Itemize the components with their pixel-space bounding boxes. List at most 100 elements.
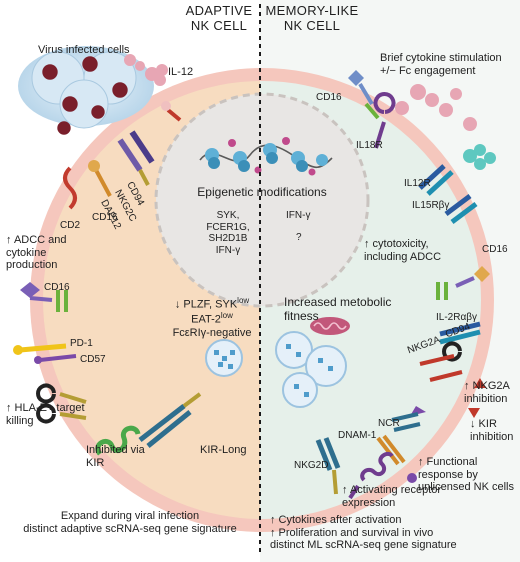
label-ifng-right: IFN-γ: [286, 210, 311, 221]
label-brief-line1: Brief cytokine stimulation: [380, 52, 502, 64]
kir-right-receptor-icon: [391, 406, 426, 432]
nkg2d-receptor-icon: [315, 437, 341, 495]
label-question: ?: [296, 232, 302, 243]
label-adcc-line1: ↑ ADCC and: [6, 234, 67, 246]
label-functional-line2: response by: [418, 468, 478, 481]
label-il2r: IL-2Rαβγ: [436, 312, 477, 323]
header-memory-like-line1: MEMORY-LIKE: [265, 3, 359, 18]
label-cytotox-line1: ↑ cytotoxicity,: [364, 238, 429, 250]
dnam1-receptor-icon: [348, 451, 394, 500]
label-brief-cytokine: Brief cytokine stimulation +/− Fc engage…: [380, 52, 502, 77]
right-summary-line3: distinct ML scRNA-seq gene signature: [270, 539, 457, 552]
label-nkg2a-inhibition: ↑ NKG2A inhibition: [464, 380, 510, 405]
nkg2a-receptor-icon: [419, 341, 463, 382]
header-adaptive-line1: ADAPTIVE: [185, 3, 253, 18]
label-gene-fcer1g: FCER1G,: [206, 221, 250, 233]
label-kir-inhib-line2: inhibition: [470, 430, 514, 443]
il2r-icon: [439, 321, 481, 345]
label-dnam1: DNAM-1: [338, 430, 377, 441]
il18r-icon: [373, 92, 396, 149]
header-adaptive-line2: NK CELL: [190, 17, 248, 33]
header-memory-like: MEMORY-LIKE NK CELL: [264, 3, 360, 34]
cd16-right-mid-icon: [436, 266, 490, 300]
header-memory-like-line2: NK CELL: [283, 17, 341, 33]
label-plzf-line1: ↓ PLZF, SYKlow: [174, 296, 250, 311]
hla-e-receptor-icon: [36, 383, 87, 424]
cd16-left-mid-icon: [20, 282, 68, 312]
label-epigenetic-modifications: Epigenetic modifications: [197, 185, 327, 199]
il12r-icon: [418, 164, 454, 196]
nkg2c-receptor-icon: [117, 130, 155, 186]
label-kir-long: KIR-Long: [200, 444, 247, 456]
label-cytotox-line2: including ADCC: [364, 250, 442, 263]
label-kir-inhibition: ↓ KIR inhibition: [470, 418, 513, 443]
left-summary-line2: distinct adaptive scRNA-seq gene signatu…: [23, 522, 237, 535]
granule-vesicle-icon: [205, 339, 243, 377]
label-ncr: NCR: [378, 418, 400, 429]
label-cd16-right-mid: CD16: [482, 244, 508, 255]
label-gene-ifng: IFN-γ: [215, 244, 241, 256]
cd16-right-top-icon: [348, 70, 380, 120]
label-cd16-right-top: CD16: [316, 92, 342, 103]
label-hla-e-line1: ↑ HLA-E+ target: [6, 402, 85, 414]
label-hla-e: ↑ HLA-E+ target killing: [6, 402, 85, 427]
header-adaptive: ADAPTIVE NK CELL: [180, 3, 258, 34]
right-summary-line2: ↑ Proliferation and survival in vivo: [270, 526, 434, 539]
label-adcc-line3: production: [6, 259, 58, 272]
granule-vesicles-right-icon: [275, 331, 347, 408]
label-inhibited-line1: Inhibited via: [86, 444, 145, 456]
cd2-icon: [63, 166, 77, 210]
label-fitness-line2: fitness: [284, 308, 319, 323]
kir-long-receptor-icon: [95, 392, 202, 456]
label-cd2: CD2: [60, 220, 81, 231]
nucleus: [154, 92, 370, 308]
label-activating-line1: ↑ Activating receptor: [342, 484, 442, 496]
label-pd1: PD-1: [70, 338, 93, 349]
cd57-icon: [34, 354, 77, 364]
label-activating-line2: expression: [342, 496, 396, 509]
right-summary-line1: ↑ Cytokines after activation: [270, 514, 402, 526]
label-plzf: ↓ PLZF, SYKlow EAT-2low FcεRIγ-negative: [166, 296, 258, 339]
chromatin-icon: [199, 137, 333, 176]
left-summary-line1: Expand during viral infection: [60, 510, 200, 522]
label-nkg2a-inhib-line1: ↑ NKG2A: [464, 380, 510, 392]
left-summary: Expand during viral infection distinct a…: [4, 510, 256, 535]
label-cd57: CD57: [80, 354, 106, 365]
label-activating-receptor: ↑ Activating receptor expression: [342, 484, 441, 509]
cd16-left-icon: [88, 160, 112, 197]
label-nkg2a-inhib-line2: inhibition: [464, 392, 508, 405]
label-plzf-line3: FcεRIγ-negative: [172, 326, 252, 339]
mitochondrion-icon: [310, 317, 350, 335]
label-plzf-line2: EAT-2low: [191, 311, 233, 326]
pd1-icon: [13, 343, 67, 355]
label-gene-syk: SYK,: [216, 210, 240, 221]
label-il12r: IL12R: [404, 178, 431, 189]
il12-cytokine-icon: [124, 54, 168, 86]
label-inhibited-line2: KIR: [86, 456, 105, 469]
label-inhibited-via-kir: Inhibited via KIR: [86, 444, 145, 469]
cytokine-cluster-icon: [395, 84, 496, 170]
il12-receptor-left-icon: [161, 101, 182, 122]
label-adcc-line2: cytokine: [6, 246, 47, 259]
label-functional-line3: unlicensed NK cells: [418, 481, 514, 494]
label-il15rbg: IL15Rβγ: [412, 200, 450, 211]
label-cd16-left-top: CD16: [92, 212, 118, 223]
label-cytotoxicity: ↑ cytotoxicity, including ADCC: [364, 238, 441, 263]
label-kir-inhib-line1: ↓ KIR: [470, 418, 497, 430]
label-brief-line2: +/− Fc engagement: [380, 64, 476, 77]
label-hla-e-line2: killing: [6, 414, 34, 427]
label-il12: IL-12: [168, 66, 194, 78]
il15r-icon: [444, 194, 478, 224]
inhibition-arrows-icon: [468, 378, 486, 418]
label-epigenetic-genes: SYK, FCER1G, SH2D1B IFN-γ: [200, 210, 256, 256]
label-functional-line1: ↑ Functional: [418, 456, 478, 468]
label-fitness-line1: Increased metobolic: [284, 295, 392, 309]
label-functional-response: ↑ Functional response by unlicensed NK c…: [418, 456, 514, 494]
label-gene-sh2d1b: SH2D1B: [208, 233, 248, 244]
ncr-receptor-icon: [376, 434, 417, 483]
label-virus-infected-cells: Virus infected cells: [38, 44, 130, 56]
label-nkg2d: NKG2D: [294, 460, 329, 471]
virus-infected-cells: [18, 46, 154, 135]
